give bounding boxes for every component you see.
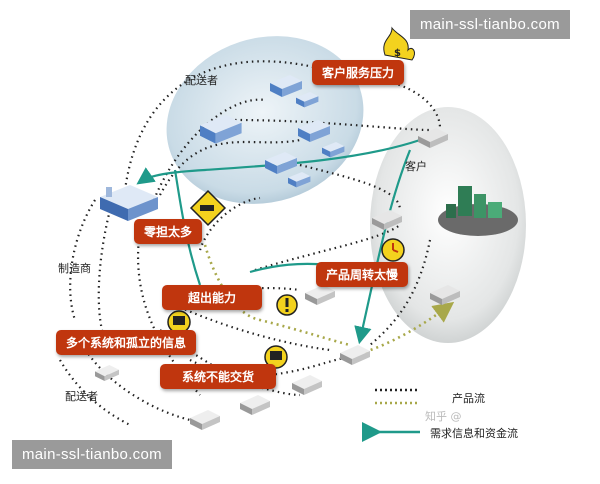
problem-no-system-exchange: 系统不能交货 bbox=[160, 364, 277, 389]
problem-customer-pressure: 客户服务压力 bbox=[312, 60, 405, 85]
exclamation-warning-icon bbox=[276, 294, 298, 316]
watermark-bottom: main-ssl-tianbo.com bbox=[12, 440, 172, 469]
faded-watermark: 知乎 @ bbox=[425, 410, 462, 423]
distributor-zone bbox=[166, 36, 364, 204]
group-label-customer: 客户 bbox=[405, 160, 427, 173]
problem-parts-too-many: 零担太多 bbox=[134, 219, 203, 244]
group-label-distributor-top: 配送者 bbox=[185, 74, 218, 87]
watermark-top: main-ssl-tianbo.com bbox=[410, 10, 570, 39]
clock-warning-icon bbox=[381, 238, 405, 262]
legend-product-flow-label: 产品流 bbox=[452, 392, 485, 405]
city-icon bbox=[438, 186, 518, 236]
group-label-manufacturer: 制造商 bbox=[58, 262, 91, 275]
olive-flow-lines bbox=[203, 244, 455, 354]
svg-text:$: $ bbox=[394, 48, 401, 59]
legend-info-flow-label: 需求信息和资金流 bbox=[430, 427, 518, 440]
problem-overcapacity: 超出能力 bbox=[162, 285, 263, 310]
warehouse-icons bbox=[95, 75, 518, 430]
problem-slow-turnover: 产品周转太慢 bbox=[316, 262, 409, 287]
problem-isolated-systems: 多个系统和孤立的信息 bbox=[56, 330, 197, 355]
legend bbox=[362, 388, 420, 442]
money-fire-icon: $ bbox=[383, 26, 415, 61]
truck-glyph bbox=[200, 205, 214, 211]
group-label-distributor-bottom: 配送者 bbox=[65, 390, 98, 403]
